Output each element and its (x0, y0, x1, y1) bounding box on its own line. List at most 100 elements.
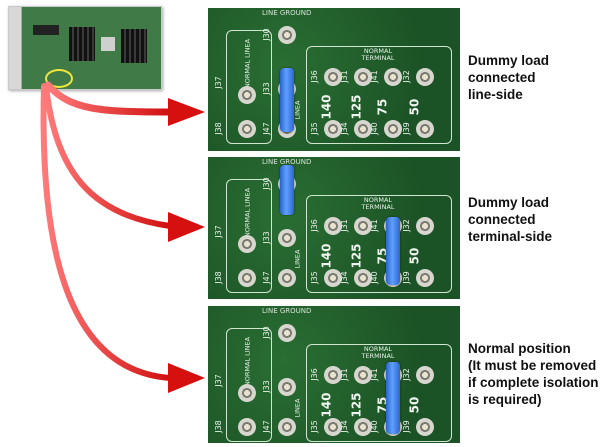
terminal-post-bottom-3 (416, 269, 434, 287)
ref-top-1: J31 (339, 70, 349, 83)
line-ground-label: LINE GROUND (262, 9, 312, 17)
blue-jumper (280, 68, 294, 132)
value-label-1: 125 (349, 243, 364, 269)
normal-linea-outline (226, 179, 272, 293)
ref-top-2: J41 (369, 70, 379, 83)
ref-bottom-1: J34 (339, 122, 349, 135)
normal-terminal-outline (306, 344, 452, 442)
ref-j37: J37 (213, 225, 223, 238)
ref-top-2: J41 (369, 368, 379, 381)
ref-top-3: J32 (401, 70, 411, 83)
ref-j47: J47 (261, 271, 271, 284)
value-label-0: 140 (319, 243, 334, 269)
jumper-post-j38 (238, 269, 256, 287)
ref-j33: J33 (261, 380, 271, 393)
ref-bottom-3: J39 (401, 271, 411, 284)
normal-terminal-outline (306, 195, 452, 293)
caption-dummy-load-line-side: Dummy load connected line-side (468, 53, 550, 102)
ref-top-3: J32 (401, 368, 411, 381)
ref-j38: J38 (213, 271, 223, 284)
normal-terminal-label: NORMAL TERMINAL (361, 47, 395, 62)
heatsink (121, 29, 147, 63)
jumper-post-j33 (278, 229, 296, 247)
terminal-post-top-3 (416, 217, 434, 235)
ref-j30: J30 (261, 28, 271, 41)
ref-bottom-1: J34 (339, 420, 349, 433)
jumper-post-j38 (238, 418, 256, 436)
arrow-3-head (168, 363, 205, 393)
jumper-area-highlight (45, 69, 73, 88)
ref-bottom-3: J39 (401, 420, 411, 433)
ref-j38: J38 (213, 420, 223, 433)
ref-bottom-2: J40 (369, 122, 379, 135)
linea-label: LINEA (293, 100, 302, 120)
terminal-post-top-1 (354, 217, 372, 235)
ref-bottom-0: J35 (309, 122, 319, 135)
jumper-post-j47 (278, 269, 296, 287)
line-ground-label: LINE GROUND (262, 158, 312, 166)
blue-jumper (386, 362, 400, 434)
terminal-post-top-0 (324, 366, 342, 384)
ref-j30: J30 (261, 177, 271, 190)
ref-j37: J37 (213, 76, 223, 89)
terminal-post-bottom-1 (354, 418, 372, 436)
blue-jumper-j30 (280, 165, 294, 215)
normal-linea-label: NORMAL LINEA (243, 336, 252, 387)
value-label-2: 75 (375, 98, 390, 116)
value-label-3: 50 (407, 247, 422, 265)
ref-bottom-2: J40 (369, 420, 379, 433)
ref-j33: J33 (261, 82, 271, 95)
jumper-post-j47 (278, 418, 296, 436)
terminal-post-top-2 (384, 68, 402, 86)
jumper-post-j30 (278, 26, 296, 44)
ref-bottom-0: J35 (309, 271, 319, 284)
terminal-post-top-1 (354, 68, 372, 86)
value-label-0: 140 (319, 94, 334, 120)
terminal-post-top-3 (416, 68, 434, 86)
ref-bottom-2: J40 (369, 271, 379, 284)
normal-terminal-outline (306, 46, 452, 144)
ref-j47: J47 (261, 420, 271, 433)
terminal-post-bottom-3 (416, 120, 434, 138)
ref-top-1: J31 (339, 219, 349, 232)
jumper-post-j37 (238, 86, 256, 104)
value-label-1: 125 (349, 392, 364, 418)
ref-j30: J30 (261, 326, 271, 339)
terminal-post-top-3 (416, 366, 434, 384)
terminal-post-top-0 (324, 68, 342, 86)
value-label-0: 140 (319, 392, 334, 418)
normal-linea-outline (226, 328, 272, 442)
value-label-1: 125 (349, 94, 364, 120)
front-plate (9, 7, 22, 89)
ref-top-2: J41 (369, 219, 379, 232)
terminal-post-bottom-1 (354, 120, 372, 138)
caption-dummy-load-terminal-side: Dummy load connected terminal-side (468, 195, 553, 244)
linea-label: LINEA (293, 398, 302, 418)
normal-terminal-label: NORMAL TERMINAL (361, 345, 395, 360)
ref-j33: J33 (261, 231, 271, 244)
terminal-post-bottom-0 (324, 418, 342, 436)
arrow-3-shaft (40, 83, 173, 381)
normal-linea-label: NORMAL LINEA (243, 187, 252, 238)
jumper-post-j38 (238, 120, 256, 138)
terminal-post-bottom-3 (416, 418, 434, 436)
line-ground-label: LINE GROUND (262, 307, 312, 315)
linea-label: LINEA (293, 249, 302, 269)
value-label-3: 50 (407, 396, 422, 414)
ref-bottom-1: J34 (339, 271, 349, 284)
terminal-post-top-1 (354, 366, 372, 384)
jumper-post-j33 (278, 378, 296, 396)
ref-top-1: J31 (339, 368, 349, 381)
ref-j47: J47 (261, 122, 271, 135)
terminal-post-bottom-0 (324, 269, 342, 287)
normal-terminal-label: NORMAL TERMINAL (361, 196, 395, 211)
ref-top-0: J36 (309, 368, 319, 381)
ref-top-0: J36 (309, 70, 319, 83)
terminal-post-bottom-1 (354, 269, 372, 287)
ref-bottom-3: J39 (401, 122, 411, 135)
ref-bottom-0: J35 (309, 420, 319, 433)
arrow-1-head (168, 98, 205, 126)
